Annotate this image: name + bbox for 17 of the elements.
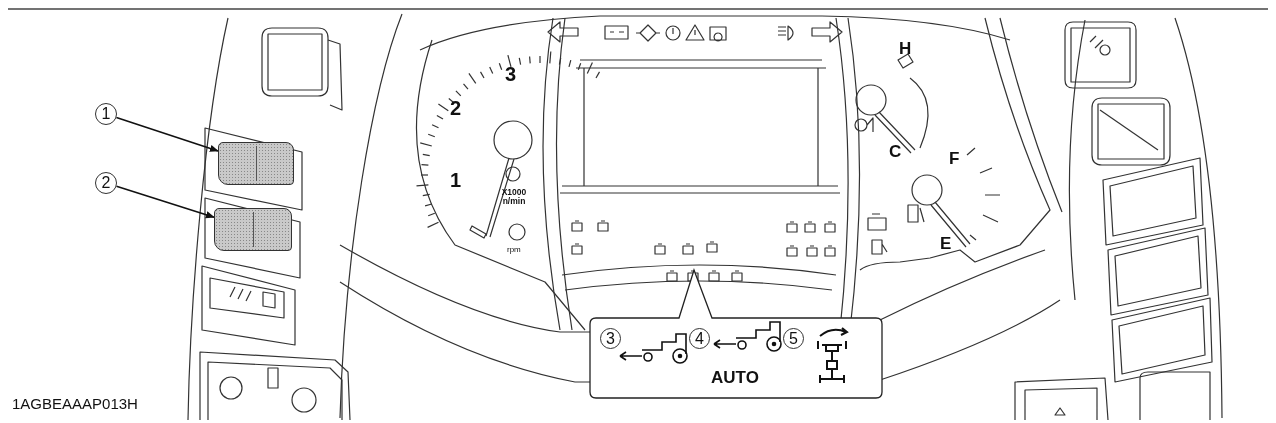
scale-number: 1 [450, 170, 462, 190]
rocker-switch [218, 142, 294, 185]
scale-number: 2 [450, 98, 462, 118]
gauge-letter: C [889, 143, 902, 160]
callout-number: 1 [95, 103, 117, 125]
rocker-switch [214, 208, 292, 251]
callout-number: 2 [95, 172, 117, 194]
gauge-letter: E [940, 235, 952, 252]
unit-label: X1000 n/min [500, 188, 528, 206]
leader-arrow [115, 185, 215, 219]
leader-arrow [115, 116, 219, 152]
gauge-letter: H [899, 40, 912, 57]
gauge-letter: F [949, 150, 960, 167]
figure-code: 1AGBEAAAP013H [12, 395, 138, 412]
scale-number: 3 [505, 64, 517, 84]
unit-label: rpm [507, 245, 521, 254]
indicator-label: AUTO [711, 368, 759, 388]
